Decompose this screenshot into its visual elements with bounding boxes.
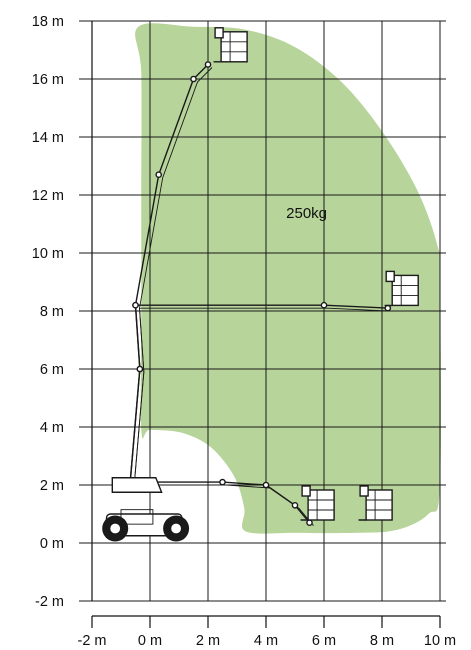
y-tick-label-2: 2 m bbox=[40, 478, 64, 494]
max-outreach-joint-2 bbox=[132, 301, 139, 309]
max-outreach-platform bbox=[384, 270, 419, 307]
y-tick-label-6: 10 m bbox=[32, 246, 64, 262]
x-tick-label-2: 2 m bbox=[196, 633, 220, 649]
capacity-label: 250kg bbox=[286, 205, 327, 222]
x-tick-label-6: 10 m bbox=[424, 633, 456, 649]
y-tick-label-7: 12 m bbox=[32, 188, 64, 204]
y-tick-label-10: 18 m bbox=[32, 14, 64, 30]
max-outreach-boom-edge bbox=[133, 307, 392, 491]
max-height-joint-5 bbox=[204, 61, 212, 68]
x-tick-label-3: 4 m bbox=[254, 633, 278, 649]
y-tick-label-0: -2 m bbox=[35, 594, 64, 610]
max-outreach-joint-4 bbox=[384, 304, 392, 312]
max-outreach-joint-3 bbox=[320, 301, 328, 309]
max-height-joint-3 bbox=[155, 171, 162, 178]
below-ground-1-platform-basket bbox=[307, 489, 335, 521]
max-height-platform-basket bbox=[220, 31, 248, 63]
below-ground-1-platform-controls bbox=[301, 485, 311, 497]
machine-layer bbox=[102, 27, 419, 542]
below-ground-2-platform bbox=[358, 485, 393, 521]
wheel-hub-1 bbox=[170, 522, 183, 535]
max-height-platform-controls bbox=[214, 27, 224, 39]
y-tick-label-3: 4 m bbox=[40, 420, 64, 436]
below-ground-1-joint-2 bbox=[262, 481, 270, 489]
wheel-hub-0 bbox=[109, 522, 122, 535]
y-tick-label-4: 6 m bbox=[40, 362, 64, 378]
max-height-joint-4 bbox=[190, 75, 197, 83]
max-height-platform bbox=[213, 27, 248, 63]
max-outreach-platform-controls bbox=[385, 270, 395, 283]
turret bbox=[111, 477, 163, 493]
y-tick-label-5: 8 m bbox=[40, 304, 64, 320]
below-ground-1-boom-edge bbox=[139, 484, 314, 526]
y-tick-label-1: 0 m bbox=[40, 536, 64, 552]
envelope-layer bbox=[135, 23, 441, 534]
below-ground-1-platform bbox=[300, 485, 335, 521]
below-ground-1-joint-4 bbox=[306, 519, 313, 527]
below-ground-1-joint-1 bbox=[219, 478, 226, 486]
chassis bbox=[102, 477, 190, 542]
max-outreach-platform-basket bbox=[391, 274, 419, 307]
x-tick-label-1: 0 m bbox=[138, 633, 162, 649]
label-layer: -2 m 0 m 2 m 4 m 6 m 8 m 10 m -2 m 0 m 2 m 4 m 6 m 8… bbox=[32, 14, 456, 649]
x-tick-label-0: -2 m bbox=[78, 633, 107, 649]
load-envelope-area bbox=[135, 23, 441, 534]
max-outreach-joint-1 bbox=[136, 365, 144, 373]
y-tick-label-8: 14 m bbox=[32, 130, 64, 146]
below-ground-1-joint-3 bbox=[291, 501, 299, 509]
below-ground-2-platform-controls bbox=[359, 485, 369, 497]
below-ground-2-platform-basket bbox=[365, 489, 393, 521]
y-tick-label-9: 16 m bbox=[32, 72, 64, 88]
x-tick-label-4: 6 m bbox=[312, 633, 336, 649]
x-tick-label-5: 8 m bbox=[370, 633, 394, 649]
